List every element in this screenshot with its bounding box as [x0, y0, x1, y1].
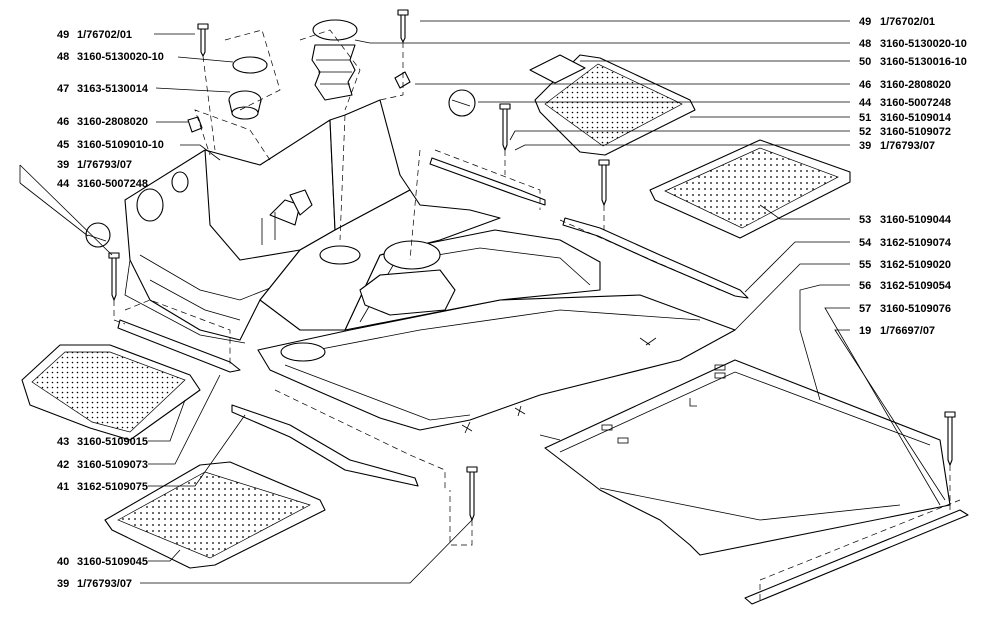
rear-floor-panel — [539, 359, 951, 556]
callout-code: 1/76697/07 — [880, 325, 935, 337]
callout-code: 1/76702/01 — [880, 16, 935, 28]
callout-number: 52 — [859, 126, 871, 138]
callout-number: 48 — [859, 38, 871, 50]
callout-number: 57 — [859, 303, 871, 315]
tunnel-opening — [383, 240, 441, 270]
callout-labels: 49 1/76702/01 48 3160-5130020-10 47 3163… — [57, 16, 967, 590]
callout-code: 1/76793/07 — [77, 578, 132, 590]
callout-code: 3160-5109014 — [880, 112, 952, 124]
callout-number: 39 — [57, 578, 69, 590]
callout-code: 3160-5109073 — [77, 459, 148, 471]
callout-code: 3162-5109020 — [880, 259, 951, 271]
callout-code: 3160-5130020-10 — [880, 38, 967, 50]
screw — [466, 466, 478, 521]
callout-code: 3160-5109045 — [77, 556, 148, 568]
callout-code: 1/76702/01 — [77, 29, 132, 41]
shift-boot — [311, 44, 356, 101]
screw — [944, 411, 956, 466]
clip — [187, 116, 203, 133]
boot-cap — [312, 19, 358, 41]
callout-number: 42 — [57, 459, 69, 471]
screw — [499, 103, 511, 151]
callout-number: 47 — [57, 83, 69, 95]
callout-number: 50 — [859, 56, 871, 68]
callout-code: 3160-5109072 — [880, 126, 951, 138]
callout-number: 48 — [57, 51, 69, 63]
callout-number: 45 — [57, 139, 69, 151]
callout-code: 3163-5130014 — [77, 83, 149, 95]
callout-number: 40 — [57, 556, 69, 568]
callout-code: 3160-5109010-10 — [77, 139, 164, 151]
callout-code: 3160-5007248 — [880, 97, 951, 109]
callout-number: 53 — [859, 214, 871, 226]
callout-number: 41 — [57, 481, 69, 493]
callout-code: 1/76793/07 — [880, 140, 935, 152]
callout-number: 56 — [859, 280, 871, 292]
sill-strips — [117, 157, 969, 605]
assembly-lines — [113, 29, 961, 600]
callout-number: 49 — [859, 16, 871, 28]
callout-code: 3160-5109015 — [77, 436, 148, 448]
callout-code: 3162-5109054 — [880, 280, 952, 292]
callout-number: 39 — [57, 159, 69, 171]
callout-number: 44 — [57, 178, 70, 190]
callout-number: 46 — [57, 116, 69, 128]
clip-right — [394, 71, 411, 89]
callout-code: 3160-5130020-10 — [77, 51, 164, 63]
callout-code: 3160-2808020 — [77, 116, 148, 128]
screws — [108, 9, 956, 521]
floor-mats — [21, 54, 851, 569]
callout-number: 55 — [859, 259, 871, 271]
callout-number: 54 — [859, 237, 872, 249]
callout-code: 1/76793/07 — [77, 159, 132, 171]
callout-code: 3162-5109074 — [880, 237, 952, 249]
wheelarch-bulge — [136, 188, 164, 222]
callout-number: 44 — [859, 97, 872, 109]
shifter-hole — [319, 245, 361, 265]
callout-code: 3160-5109044 — [880, 214, 952, 226]
plug-left — [85, 222, 111, 248]
screw — [197, 23, 209, 57]
callout-number: 43 — [57, 436, 69, 448]
screw — [397, 9, 409, 43]
callout-code: 3160-5007248 — [77, 178, 148, 190]
callout-number: 51 — [859, 112, 871, 124]
callout-code: 3160-2808020 — [880, 79, 951, 91]
tunnel-cap — [280, 342, 326, 362]
leader-lines — [19, 20, 946, 584]
front-footwell-shell — [124, 99, 501, 344]
boots-and-grommets — [85, 19, 476, 248]
callout-code: 3160-5109076 — [880, 303, 951, 315]
drain-plug — [171, 171, 189, 193]
callout-number: 49 — [57, 29, 69, 41]
screw — [598, 159, 610, 206]
callout-number: 39 — [859, 140, 871, 152]
screw — [108, 252, 120, 301]
callout-number: 46 — [859, 79, 871, 91]
callout-code: 3160-5130016-10 — [880, 56, 967, 68]
callout-number: 19 — [859, 325, 871, 337]
boot-ring — [232, 56, 268, 74]
callout-code: 3162-5109075 — [77, 481, 148, 493]
